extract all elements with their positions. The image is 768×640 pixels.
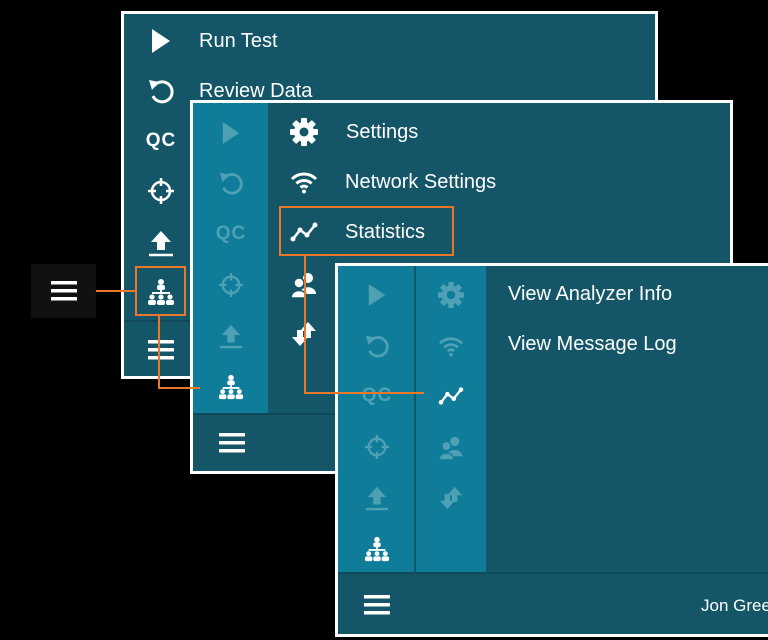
connector-line xyxy=(304,256,306,394)
wifi-icon[interactable] xyxy=(436,331,466,361)
hierarchy-icon[interactable] xyxy=(146,277,176,307)
upload-icon[interactable] xyxy=(216,321,246,351)
upload-icon[interactable] xyxy=(146,228,176,258)
menu-item-label: Network Settings xyxy=(345,171,497,193)
crosshair-icon[interactable] xyxy=(216,270,246,300)
bottom-bar: Jon Green xyxy=(338,572,768,634)
gear-icon[interactable] xyxy=(436,280,466,310)
transfer-icon[interactable] xyxy=(289,319,319,349)
undo-icon[interactable] xyxy=(216,168,246,198)
hamburger-icon[interactable] xyxy=(362,590,392,620)
left-rail: QC xyxy=(193,103,268,413)
qc-icon[interactable]: QC xyxy=(215,223,247,244)
play-icon[interactable] xyxy=(362,280,392,310)
wifi-icon xyxy=(289,167,319,197)
play-icon xyxy=(146,26,176,56)
play-icon[interactable] xyxy=(216,118,246,148)
left-rail: QC xyxy=(338,266,414,572)
highlight-hierarchy xyxy=(135,266,186,316)
statistics-icon[interactable] xyxy=(436,381,466,411)
qc-icon[interactable]: QC xyxy=(361,385,393,406)
upload-icon[interactable] xyxy=(362,483,392,513)
second-rail xyxy=(416,266,486,572)
highlight-statistics xyxy=(279,206,454,256)
menu-item-label: Statistics xyxy=(345,221,426,243)
transfer-icon[interactable] xyxy=(436,483,466,513)
hamburger-icon[interactable] xyxy=(146,335,176,365)
connector-line xyxy=(158,316,160,388)
menu-item-label: View Message Log xyxy=(508,333,677,355)
undo-icon xyxy=(146,76,176,106)
hamburger-callout[interactable] xyxy=(31,264,96,318)
statistics-icon xyxy=(289,217,319,247)
crosshair-icon[interactable] xyxy=(362,432,392,462)
hamburger-icon xyxy=(50,281,77,301)
menu-item-label: Settings xyxy=(346,121,419,143)
qc-icon[interactable]: QC xyxy=(145,130,177,151)
user-name: Jon Green xyxy=(701,596,768,615)
users-icon[interactable] xyxy=(436,432,466,462)
hierarchy-icon[interactable] xyxy=(362,534,392,564)
hierarchy-icon[interactable] xyxy=(216,372,246,402)
gear-icon xyxy=(289,117,319,147)
menu-item-label: Review Data xyxy=(199,80,313,102)
connector-line xyxy=(158,387,200,389)
connector-line xyxy=(96,290,136,292)
menu-item-label: Run Test xyxy=(199,30,278,52)
connector-line xyxy=(304,392,424,394)
hamburger-icon[interactable] xyxy=(217,428,247,458)
crosshair-icon[interactable] xyxy=(146,176,176,206)
statistics-menu-panel: QC View Analyzer Info View Messa xyxy=(335,263,768,637)
undo-icon[interactable] xyxy=(362,331,392,361)
menu-item-label: View Analyzer Info xyxy=(508,283,673,305)
